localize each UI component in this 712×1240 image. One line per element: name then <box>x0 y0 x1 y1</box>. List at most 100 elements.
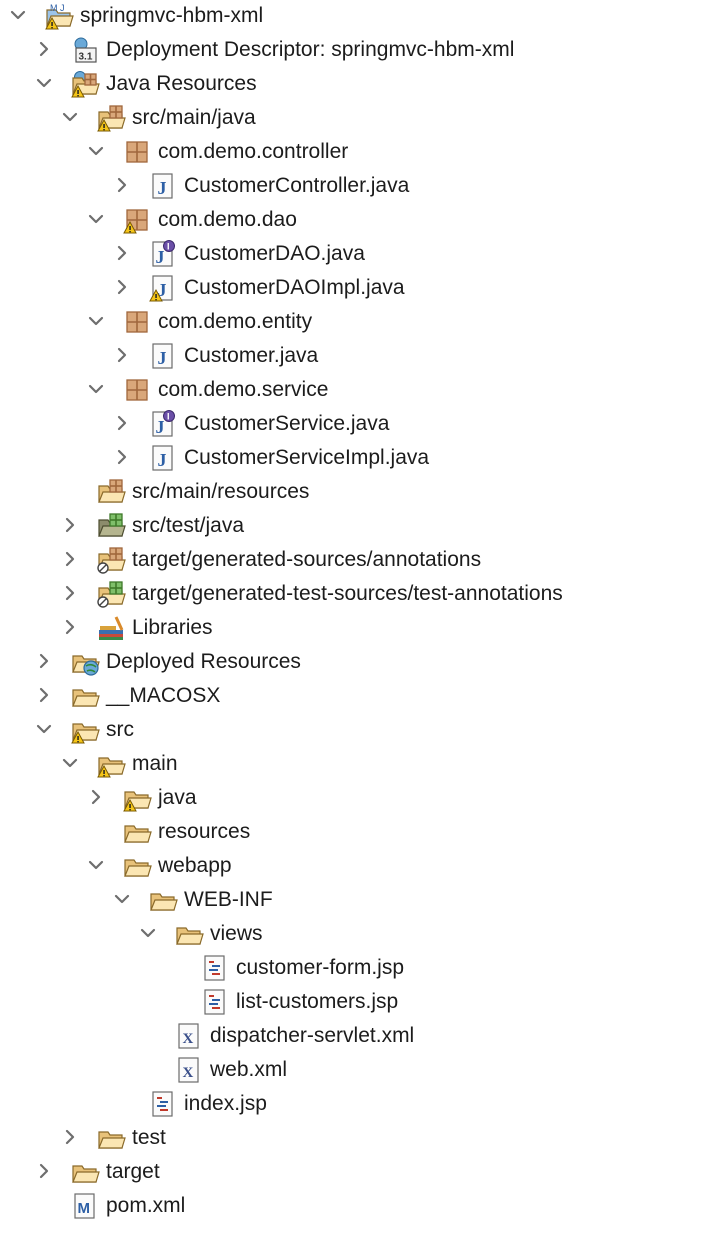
tree-row-folder-macosx[interactable]: __MACOSX <box>0 679 712 713</box>
svg-text:J: J <box>158 450 167 470</box>
chevron-right-icon[interactable] <box>112 410 132 436</box>
svg-text:X: X <box>183 1031 194 1047</box>
chevron-right-icon[interactable] <box>34 36 54 62</box>
folder-icon <box>70 1157 100 1187</box>
chevron-right-icon[interactable] <box>60 580 80 606</box>
chevron-right-icon[interactable] <box>34 1158 54 1184</box>
package-icon <box>122 375 152 405</box>
tree-row-src-main-resources[interactable]: src/main/resources <box>0 475 712 509</box>
chevron-down-icon[interactable] <box>86 138 106 164</box>
tree-row-folder-target[interactable]: target <box>0 1155 712 1189</box>
tree-row-label: index.jsp <box>184 1092 267 1115</box>
tree-row-folder-src[interactable]: src <box>0 713 712 747</box>
svg-text:J: J <box>158 178 167 198</box>
chevron-down-icon[interactable] <box>86 206 106 232</box>
tree-row-label: WEB-INF <box>184 888 273 911</box>
generated-source-folder-icon <box>96 545 126 575</box>
tree-row-java-resources[interactable]: Java Resources <box>0 67 712 101</box>
package-icon <box>122 307 152 337</box>
tree-row-folder-test[interactable]: test <box>0 1121 712 1155</box>
tree-row-label: springmvc-hbm-xml <box>80 4 264 27</box>
chevron-down-icon[interactable] <box>112 886 132 912</box>
tree-row-file-customer-form-jsp[interactable]: customer-form.jsp <box>0 951 712 985</box>
deployment-descriptor-icon: 3.1 <box>70 35 100 65</box>
chevron-right-icon[interactable] <box>34 682 54 708</box>
chevron-down-icon[interactable] <box>60 104 80 130</box>
chevron-right-icon[interactable] <box>60 1124 80 1150</box>
tree-row-label: Customer.java <box>184 344 319 367</box>
tree-row-folder-main[interactable]: main <box>0 747 712 781</box>
chevron-right-icon[interactable] <box>60 512 80 538</box>
chevron-right-icon[interactable] <box>112 172 132 198</box>
tree-row-label: test <box>132 1126 166 1149</box>
libraries-icon <box>96 613 126 643</box>
tree-row-label: com.demo.service <box>158 378 329 401</box>
tree-row-file-index-jsp[interactable]: index.jsp <box>0 1087 712 1121</box>
chevron-right-icon[interactable] <box>60 546 80 572</box>
folder-icon <box>122 817 152 847</box>
chevron-right-icon[interactable] <box>112 342 132 368</box>
chevron-right-icon[interactable] <box>112 274 132 300</box>
chevron-right-icon[interactable] <box>112 240 132 266</box>
tree-row-label: main <box>132 752 178 775</box>
tree-row-deployed-resources[interactable]: Deployed Resources <box>0 645 712 679</box>
tree-row-src-test-java[interactable]: src/test/java <box>0 509 712 543</box>
chevron-right-icon[interactable] <box>60 614 80 640</box>
tree-row-package-service[interactable]: com.demo.service <box>0 373 712 407</box>
maven-pom-icon: M <box>70 1191 100 1221</box>
tree-row-file-customer[interactable]: J Customer.java <box>0 339 712 373</box>
java-file-icon: J <box>148 341 178 371</box>
svg-text:I: I <box>167 412 170 422</box>
chevron-down-icon[interactable] <box>60 750 80 776</box>
jsp-file-icon <box>200 987 230 1017</box>
chevron-down-icon[interactable] <box>34 70 54 96</box>
tree-row-package-controller[interactable]: com.demo.controller <box>0 135 712 169</box>
chevron-down-icon[interactable] <box>34 716 54 742</box>
java-resources-icon <box>70 69 100 99</box>
tree-row-label: dispatcher-servlet.xml <box>210 1024 415 1047</box>
chevron-right-icon[interactable] <box>112 444 132 470</box>
chevron-down-icon[interactable] <box>138 920 158 946</box>
tree-row-folder-views[interactable]: views <box>0 917 712 951</box>
svg-text:X: X <box>183 1065 194 1081</box>
chevron-down-icon[interactable] <box>86 852 106 878</box>
tree-row-label: target <box>106 1160 160 1183</box>
chevron-down-icon[interactable] <box>86 376 106 402</box>
jsp-file-icon <box>148 1089 178 1119</box>
tree-row-folder-webapp[interactable]: webapp <box>0 849 712 883</box>
tree-row-folder-resources[interactable]: resources <box>0 815 712 849</box>
tree-row-label: webapp <box>158 854 232 877</box>
tree-row-folder-java[interactable]: java <box>0 781 712 815</box>
tree-row-generated-sources[interactable]: target/generated-sources/annotations <box>0 543 712 577</box>
tree-row-package-entity[interactable]: com.demo.entity <box>0 305 712 339</box>
chevron-right-icon[interactable] <box>86 784 106 810</box>
folder-icon <box>174 919 204 949</box>
tree-row-src-main-java[interactable]: src/main/java <box>0 101 712 135</box>
tree-row-generated-test-sources[interactable]: target/generated-test-sources/test-annot… <box>0 577 712 611</box>
chevron-down-icon[interactable] <box>86 308 106 334</box>
tree-row-label: src/test/java <box>132 514 245 537</box>
chevron-down-icon[interactable] <box>8 2 28 28</box>
svg-text:J: J <box>158 280 167 300</box>
chevron-right-icon[interactable] <box>34 648 54 674</box>
folder-icon <box>96 1123 126 1153</box>
svg-text:I: I <box>167 242 170 252</box>
tree-row-file-list-customers-jsp[interactable]: list-customers.jsp <box>0 985 712 1019</box>
tree-row-libraries[interactable]: Libraries <box>0 611 712 645</box>
tree-row-label: com.demo.dao <box>158 208 297 231</box>
tree-row-label: com.demo.controller <box>158 140 349 163</box>
jsp-file-icon <box>200 953 230 983</box>
tree-row-folder-web-inf[interactable]: WEB-INF <box>0 883 712 917</box>
tree-row-package-dao[interactable]: com.demo.dao <box>0 203 712 237</box>
